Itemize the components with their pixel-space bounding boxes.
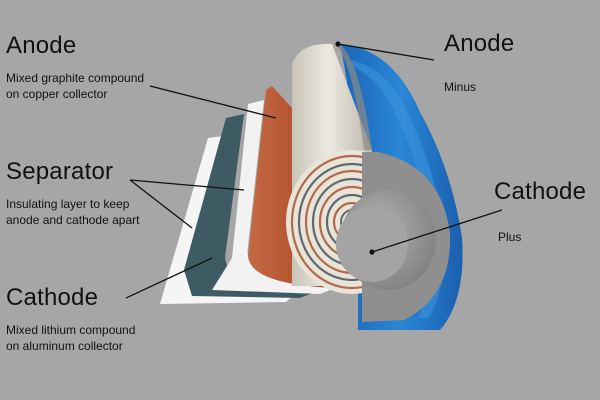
anode-title-left: Anode — [6, 32, 77, 59]
anode-title-right: Anode — [444, 30, 515, 57]
separator-sheet-front — [212, 100, 340, 294]
cathode-title-right: Cathode — [494, 178, 587, 205]
leader-anode-right — [337, 43, 435, 61]
leader-dot-anode — [335, 41, 341, 47]
anode-layer — [248, 86, 350, 288]
cathode-layer — [184, 114, 320, 298]
separator-description: Insulating layer to keep anode and catho… — [6, 197, 140, 227]
anode-description-right: Minus — [444, 80, 477, 94]
separator-title: Separator — [6, 158, 114, 185]
leader-cathode-right — [371, 209, 503, 253]
core-cylinder-shadow — [336, 44, 372, 150]
leader-separator-a — [129, 179, 245, 191]
end-cap-center — [336, 206, 408, 282]
cathode-description-left: Mixed lithium compound on aluminum colle… — [6, 323, 136, 353]
leader-dot-cathode — [369, 249, 375, 255]
leader-separator-b — [129, 179, 193, 229]
leader-cathode-left — [125, 257, 213, 299]
cathode-description-right: Plus — [498, 230, 522, 244]
cathode-title-left: Cathode — [6, 284, 99, 311]
leader-lines — [125, 43, 503, 299]
leader-anode-left — [149, 85, 277, 119]
anode-description-left: Mixed graphite compound on copper collec… — [6, 71, 145, 101]
